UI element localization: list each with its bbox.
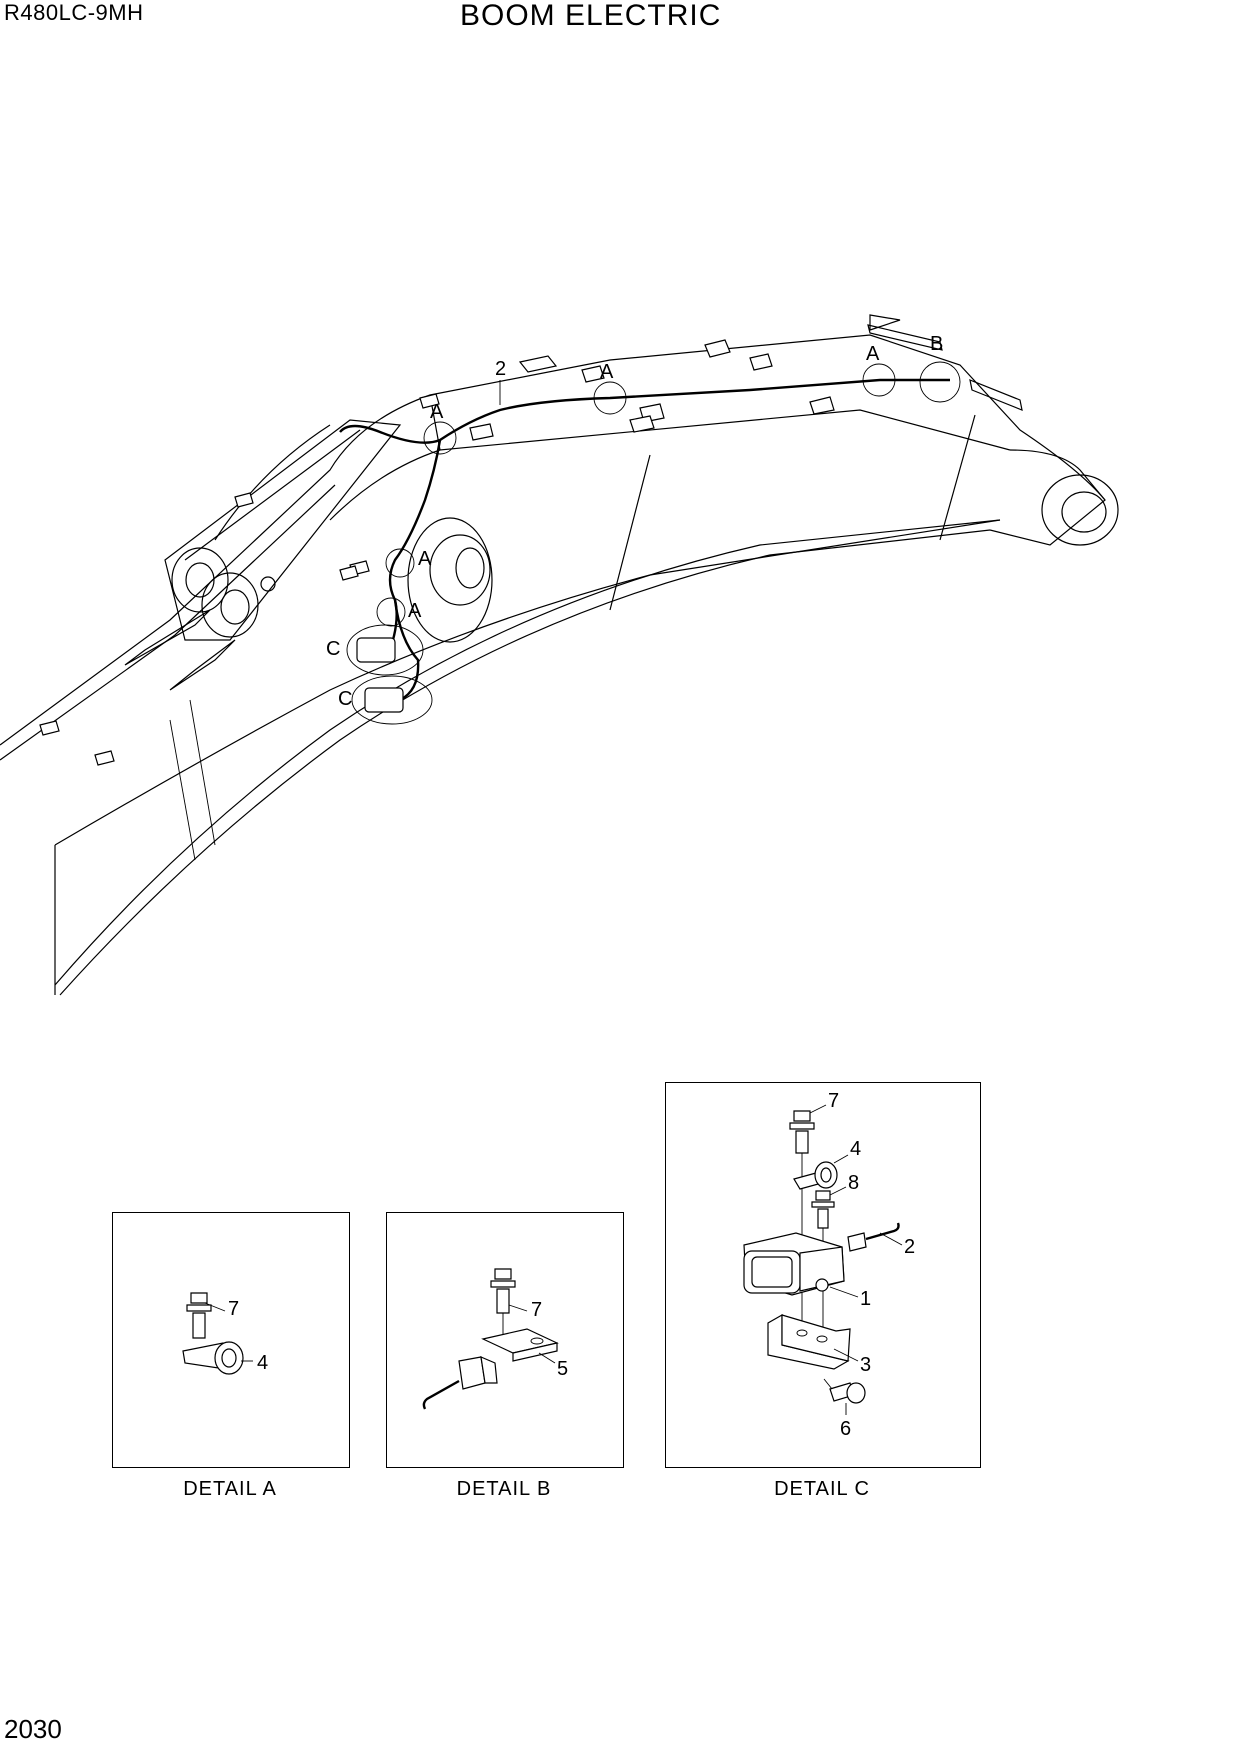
detail-c-part-3: 3 bbox=[860, 1354, 871, 1376]
boom-illustration: 2 A A A A A B C C bbox=[0, 314, 1119, 996]
callout-detail-a: A bbox=[418, 548, 432, 570]
page-number: 2030 bbox=[4, 1714, 62, 1744]
detail-b-box: 7 5 bbox=[386, 1212, 624, 1468]
detail-c-part-4: 4 bbox=[850, 1138, 861, 1160]
model-number: R480LC-9MH bbox=[4, 0, 144, 25]
detail-c-part-7: 7 bbox=[828, 1090, 839, 1112]
detail-b-part-5: 5 bbox=[557, 1358, 568, 1380]
callout-detail-c: C bbox=[338, 688, 352, 710]
callout-detail-c: C bbox=[326, 638, 340, 660]
page-title: BOOM ELECTRIC bbox=[460, 0, 722, 32]
callout-wire-2: 2 bbox=[495, 358, 506, 380]
detail-c-part-8: 8 bbox=[848, 1172, 859, 1194]
detail-b-drawing: 7 5 bbox=[422, 1268, 568, 1410]
detail-a-drawing: 7 4 bbox=[182, 1292, 268, 1375]
callout-detail-a: A bbox=[430, 401, 444, 423]
detail-c-part-2: 2 bbox=[904, 1236, 915, 1258]
callout-detail-b: B bbox=[930, 333, 943, 355]
detail-a-caption: DETAIL A bbox=[183, 1478, 277, 1500]
detail-c-caption: DETAIL C bbox=[774, 1478, 870, 1500]
detail-a-part-4: 4 bbox=[257, 1352, 268, 1374]
detail-a-box: 7 4 bbox=[112, 1212, 350, 1468]
callout-detail-a: A bbox=[408, 600, 422, 622]
detail-c-part-6: 6 bbox=[840, 1418, 851, 1440]
detail-c-box: 7 4 8 2 1 3 6 bbox=[665, 1082, 981, 1468]
detail-a-part-7: 7 bbox=[228, 1298, 239, 1320]
detail-b-part-7: 7 bbox=[531, 1299, 542, 1321]
detail-b-caption: DETAIL B bbox=[456, 1478, 552, 1500]
detail-c-drawing: 7 4 8 2 1 3 6 bbox=[743, 1090, 915, 1440]
callout-detail-a: A bbox=[600, 361, 614, 383]
callout-detail-a: A bbox=[866, 343, 880, 365]
detail-c-part-1: 1 bbox=[860, 1288, 871, 1310]
